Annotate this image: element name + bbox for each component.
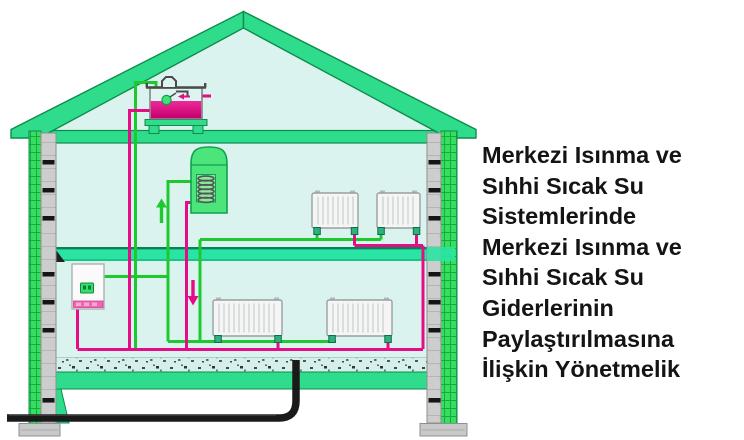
return-direction-down-arrow [187, 280, 199, 306]
heating-coil [197, 175, 215, 204]
radiator [326, 297, 393, 343]
attic-floor [32, 129, 454, 144]
title-line: Paylaştırılmasına [482, 325, 675, 352]
title-line: Sistemlerinde [482, 203, 637, 230]
flow-direction-up-arrow [156, 198, 167, 223]
radiator [311, 190, 359, 235]
title-line: İlişkin Yönetmelik [482, 356, 681, 383]
service-pipe [7, 360, 300, 422]
ground-slab [49, 357, 456, 424]
boiler-display [80, 282, 94, 294]
radiator [212, 297, 283, 343]
flow-pipes [104, 81, 383, 350]
title-line: Sıhhi Sıcak Su [482, 264, 644, 291]
float-ball [161, 94, 172, 106]
expansion-tank [144, 76, 208, 134]
title-line: Merkezi Isınma ve [482, 233, 682, 260]
right-wall [426, 130, 458, 425]
boiler-unit [71, 263, 105, 310]
foundation-footings [18, 423, 468, 437]
left-wall [28, 130, 57, 425]
radiator [376, 190, 421, 235]
title-line: Sıhhi Sıcak Su [482, 172, 644, 199]
intermediate-floor [56, 247, 455, 262]
regulation-title: Merkezi Isınma ve Sıhhi Sıcak Su Sisteml… [482, 140, 744, 385]
hot-water-cylinder [190, 146, 228, 214]
radiators [212, 190, 421, 343]
vent-cowl [161, 76, 177, 87]
title-line: Giderlerinin [482, 294, 614, 321]
title-line: Merkezi Isınma ve [482, 142, 682, 168]
